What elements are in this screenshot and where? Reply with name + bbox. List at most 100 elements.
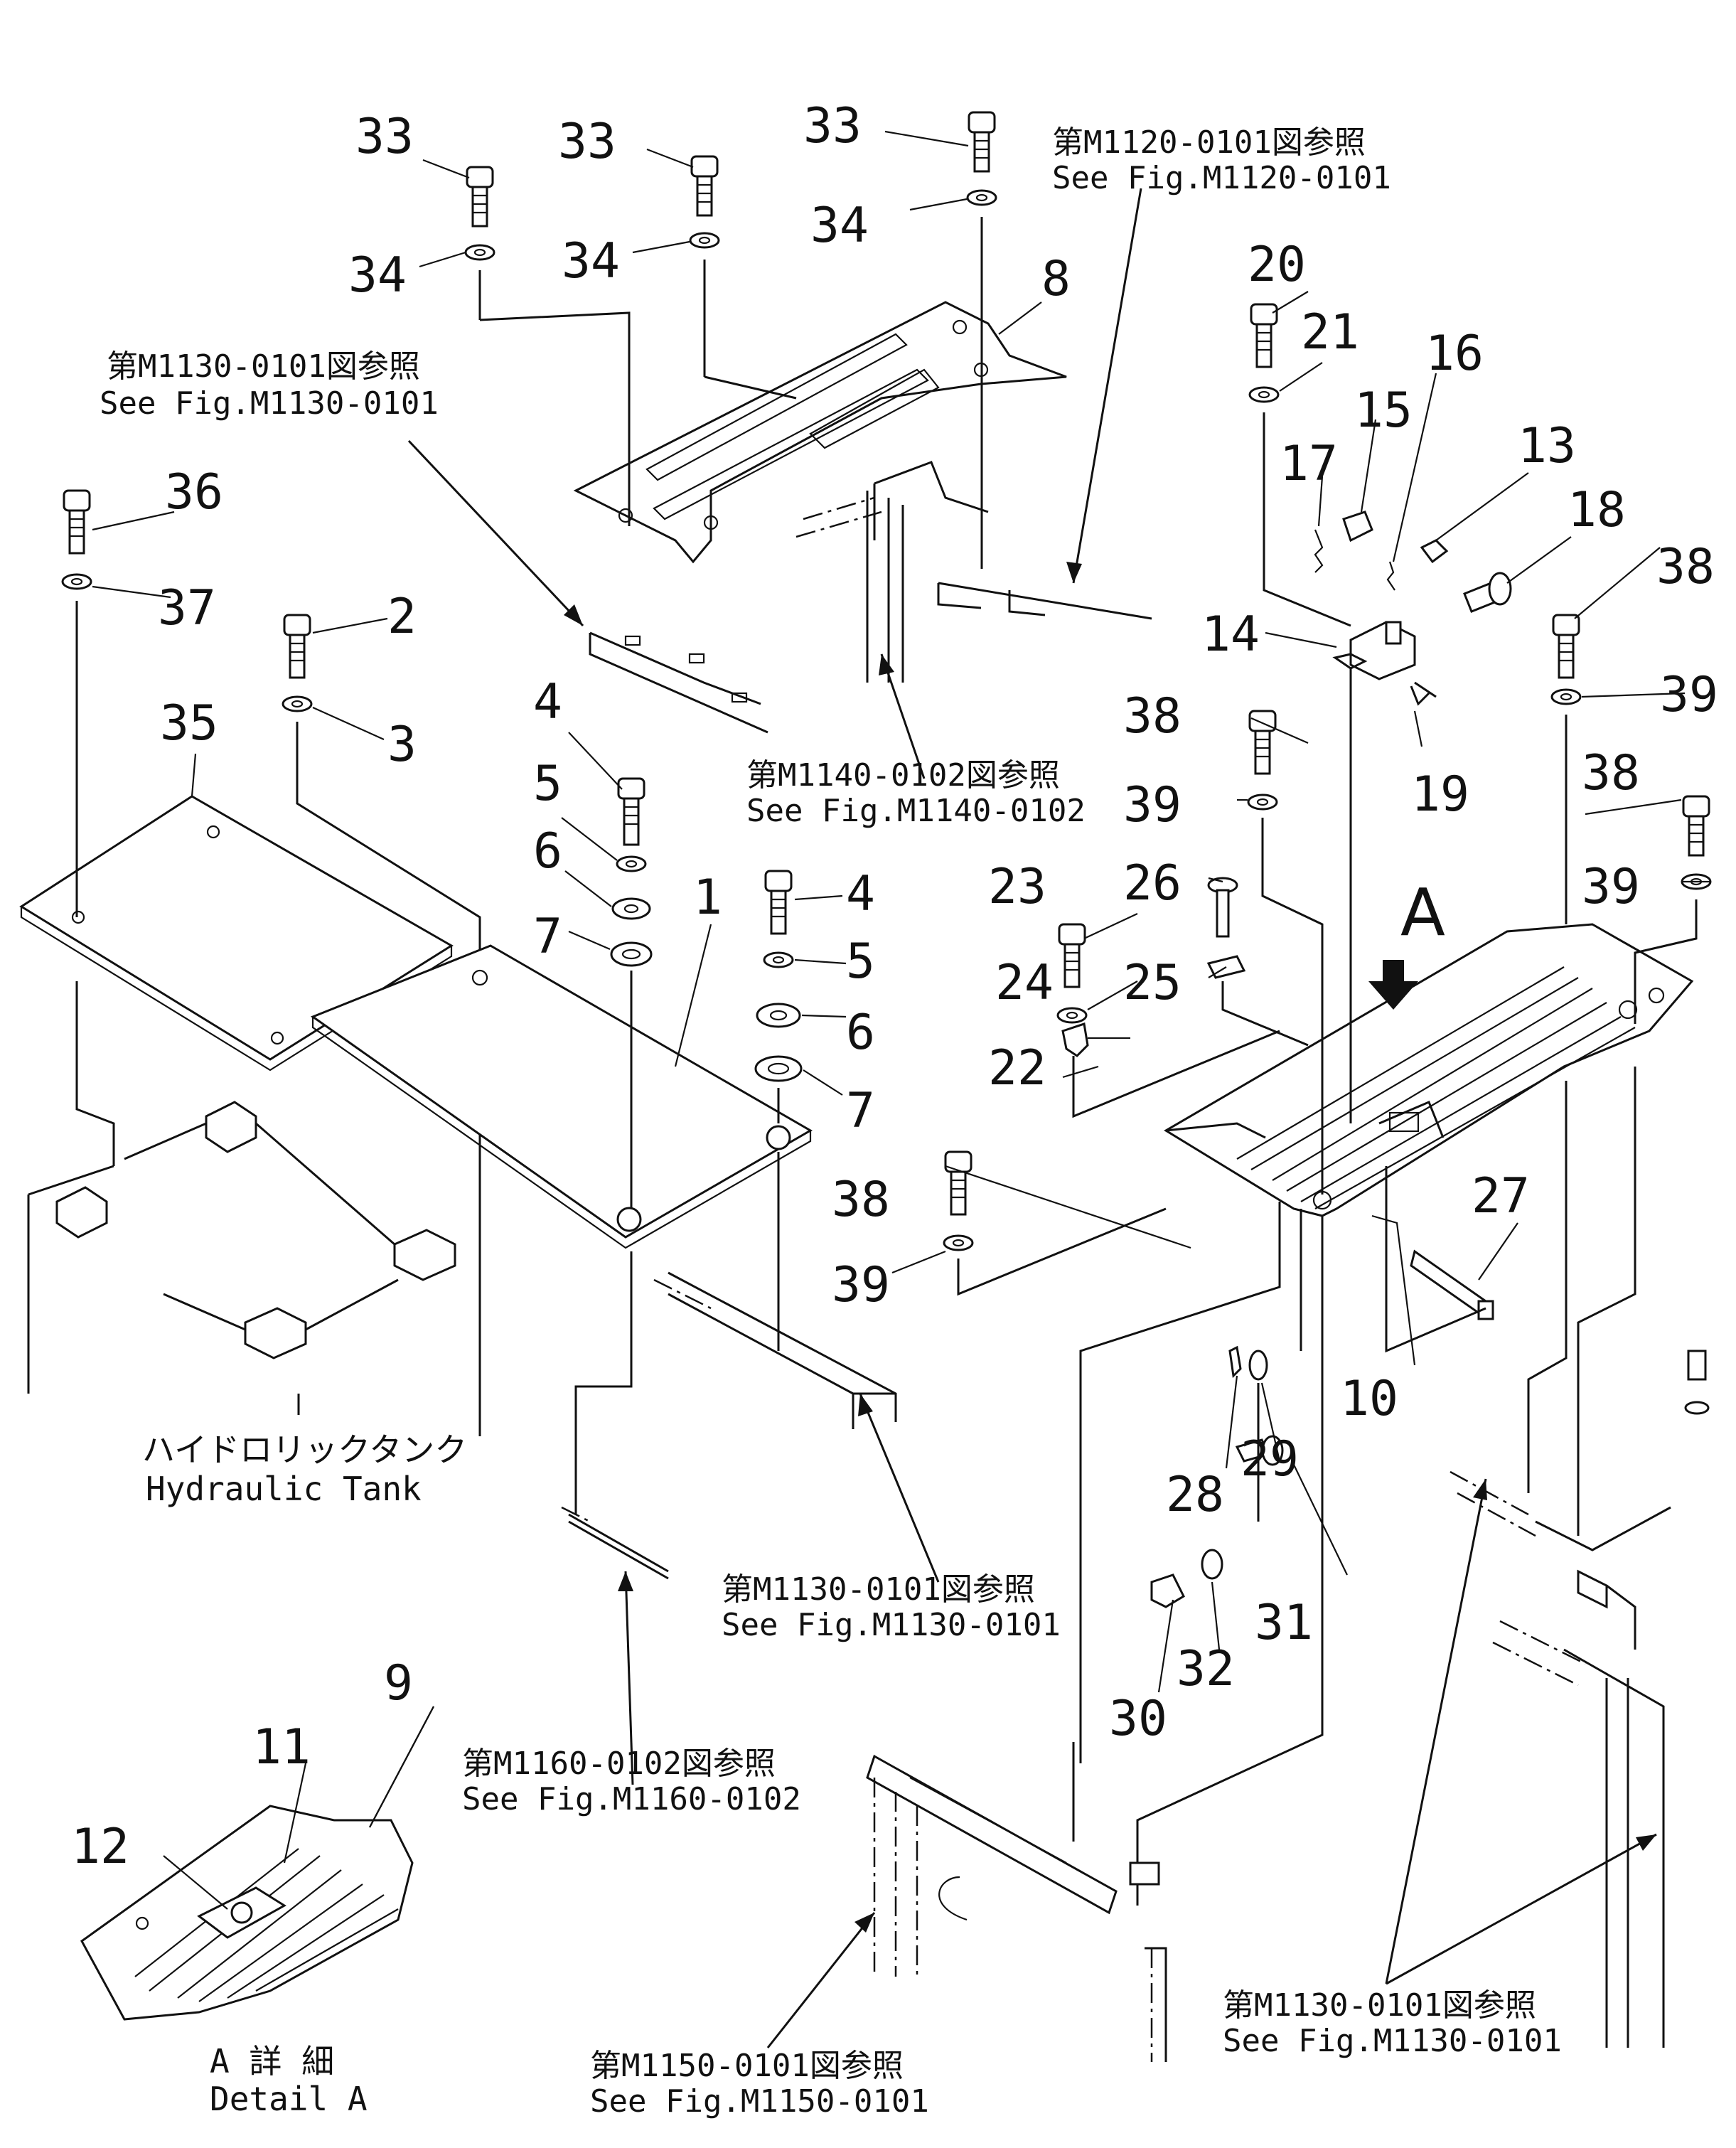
- detail-a-label-en: Detail A: [210, 2080, 368, 2118]
- ref-m1130-br-en: See Fig.M1130-0101: [1223, 2023, 1562, 2059]
- part-number-27: 27: [1472, 1168, 1530, 1224]
- part-number-3: 3: [387, 717, 417, 773]
- top-cover-plate: [573, 301, 1067, 564]
- ref-m1130-br-jp: 第M1130-0101図参照: [1223, 1987, 1536, 2024]
- part-number-5: 5: [533, 756, 562, 812]
- hydraulic-tank-label-en: Hydraulic Tank: [146, 1470, 422, 1508]
- part-number-14: 14: [1201, 607, 1260, 663]
- part-number-2: 2: [387, 589, 417, 645]
- ref-m1120-en: See Fig.M1120-0101: [1052, 160, 1391, 196]
- bolt-stack-4-7-left: [574, 777, 653, 1514]
- part-number-33: 33: [558, 114, 616, 170]
- part-number-23: 23: [988, 859, 1046, 915]
- bottom-frame-structure: [866, 1621, 1324, 2062]
- ref-m1130-top-jp: 第M1130-0101図参照: [107, 348, 420, 385]
- part-number-11: 11: [252, 1719, 311, 1775]
- part-number-22: 22: [988, 1040, 1046, 1096]
- view-marker-a: A: [1400, 875, 1445, 951]
- part-number-25: 25: [1123, 955, 1182, 1011]
- bolt-38-d: [943, 1150, 1167, 1296]
- leader-lines: [92, 130, 1710, 1910]
- part-number-6: 6: [846, 1005, 875, 1061]
- part-number-34: 34: [562, 233, 620, 289]
- ref-m1140-jp: 第M1140-0102図参照: [746, 757, 1060, 794]
- part-number-39: 39: [832, 1257, 890, 1313]
- part-number-4: 4: [533, 674, 562, 730]
- figure-references: 第M1120-0101図参照 See Fig.M1120-0101 第M1130…: [100, 124, 1562, 2120]
- bolt-23: [1056, 923, 1280, 1118]
- ref-m1140-en: See Fig.M1140-0102: [746, 793, 1086, 829]
- part-number-8: 8: [1041, 251, 1071, 307]
- lock-assembly-13-19: [1314, 511, 1512, 1123]
- ref-m1160-en: See Fig.M1160-0102: [462, 1781, 801, 1817]
- part-number-36: 36: [165, 464, 223, 520]
- part-number-18: 18: [1568, 482, 1626, 538]
- bolt-20: [1248, 303, 1351, 627]
- detail-a-view: [80, 1805, 414, 2021]
- right-frame-structure: [1450, 1350, 1710, 2048]
- handle-bar-27: [1385, 1166, 1494, 1353]
- part-number-38: 38: [1123, 688, 1182, 744]
- part-number-32: 32: [1177, 1641, 1235, 1697]
- part-number-24: 24: [995, 955, 1054, 1011]
- part-number-9: 9: [384, 1655, 413, 1711]
- detail-a-label-jp: A 詳 細: [210, 2042, 334, 2080]
- part-number-34: 34: [348, 247, 407, 304]
- ref-m1150-jp: 第M1150-0101図参照: [590, 2048, 904, 2084]
- part-number-39: 39: [1582, 859, 1640, 915]
- part-number-5: 5: [846, 934, 875, 990]
- part-number-12: 12: [71, 1819, 129, 1875]
- part-number-37: 37: [158, 580, 216, 636]
- bolt-33-right: [966, 111, 997, 569]
- part-number-1: 1: [693, 870, 722, 926]
- reference-arrows: [407, 188, 1657, 2048]
- part-number-17: 17: [1280, 436, 1338, 492]
- tank-cover-plate-35: [19, 795, 454, 1072]
- part-number-21: 21: [1301, 304, 1359, 360]
- component-labels: ハイドロリックタンク Hydraulic Tank A 詳 細 Detail A: [142, 1431, 467, 2118]
- step-assembly-10: [1164, 923, 1694, 1217]
- bolt-stack-4-7-right: [754, 870, 803, 1351]
- ref-m1130-mid-en: See Fig.M1130-0101: [722, 1607, 1061, 1643]
- part-number-13: 13: [1518, 418, 1576, 474]
- part-number-34: 34: [810, 198, 869, 254]
- part-number-10: 10: [1340, 1371, 1398, 1427]
- part-number-6: 6: [533, 823, 562, 880]
- ref-m1120-jp: 第M1120-0101図参照: [1052, 124, 1366, 161]
- cover-support-frame: [795, 461, 1152, 683]
- part-number-29: 29: [1241, 1431, 1299, 1487]
- part-number-38: 38: [832, 1172, 890, 1228]
- part-number-30: 30: [1109, 1691, 1167, 1747]
- part-number-7: 7: [533, 909, 562, 965]
- part-number-39: 39: [1123, 777, 1182, 833]
- part-number-26: 26: [1123, 855, 1182, 912]
- ref-m1130-top-en: See Fig.M1130-0101: [100, 385, 439, 422]
- part-number-7: 7: [846, 1083, 875, 1139]
- part-number-15: 15: [1354, 383, 1413, 439]
- part-number-38: 38: [1582, 745, 1640, 801]
- part-number-4: 4: [846, 866, 875, 922]
- ref-m1150-en: See Fig.M1150-0101: [590, 2083, 929, 2120]
- lower-rail-bracket: [561, 1271, 897, 1580]
- part-number-38: 38: [1656, 539, 1715, 595]
- part-number-35: 35: [160, 695, 218, 752]
- part-number-20: 20: [1248, 237, 1306, 293]
- bolt-2: [282, 614, 481, 978]
- hydraulic-tank-outline: [27, 981, 481, 1436]
- ref-m1130-mid-jp: 第M1130-0101図参照: [722, 1571, 1035, 1608]
- fasteners-28-32: [1079, 1202, 1324, 1763]
- part-number-labels: 33 33 33 34 34 34 8 36 37 2 3 35 4 5 6 7…: [71, 98, 1718, 1875]
- hydraulic-tank-label-jp: ハイドロリックタンク: [142, 1431, 467, 1469]
- bolt-36: [61, 489, 92, 917]
- ref-m1160-jp: 第M1160-0102図参照: [462, 1746, 776, 1782]
- part-number-33: 33: [803, 98, 862, 154]
- part-number-31: 31: [1255, 1595, 1313, 1651]
- part-number-28: 28: [1166, 1467, 1224, 1523]
- screw-26: [1206, 877, 1309, 1047]
- view-arrow-a: [1368, 960, 1418, 1010]
- cover-plate-1: [310, 944, 813, 1249]
- part-number-16: 16: [1425, 326, 1484, 382]
- part-number-33: 33: [355, 109, 414, 165]
- part-number-39: 39: [1660, 667, 1718, 723]
